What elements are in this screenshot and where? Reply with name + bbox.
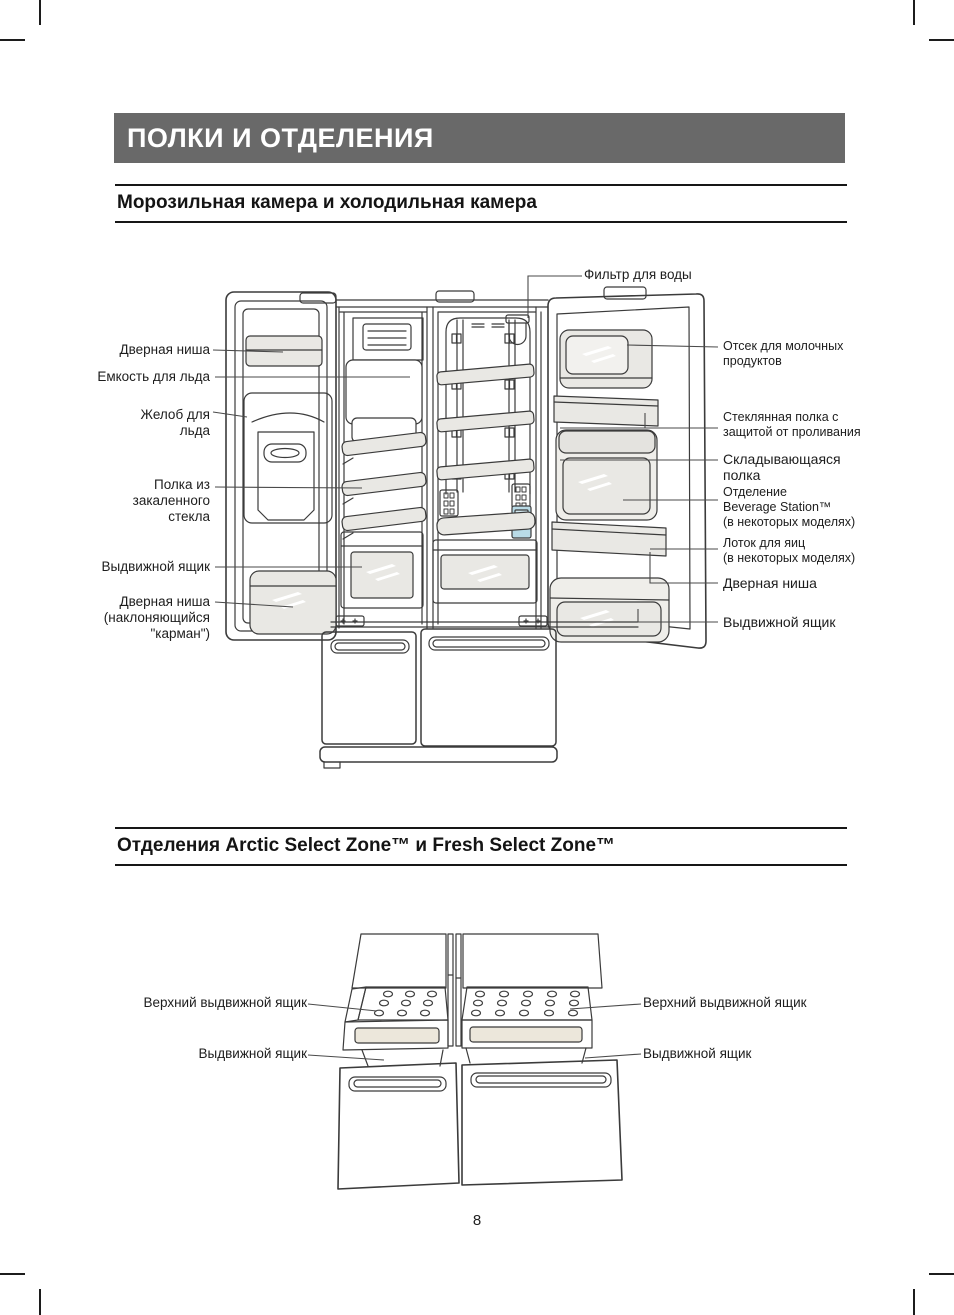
fridge-door — [547, 293, 707, 649]
label-ice-chute: Желоб для льда — [141, 407, 210, 439]
egg-tray — [551, 521, 667, 557]
freezer-compartment — [338, 306, 428, 629]
label-upper-drawer-right: Верхний выдвижной ящик — [643, 995, 807, 1011]
bottom-drawers — [319, 615, 639, 769]
label-text-line: Дверная ниша — [119, 594, 210, 609]
label-spill-proof-glass-shelf: Стеклянная полка с защитой от проливания — [723, 410, 861, 440]
label-text-line: Желоб для — [140, 407, 210, 422]
crop-mark — [913, 0, 915, 25]
label-drawer-left-2: Выдвижной ящик — [199, 1046, 307, 1062]
label-text-line: Стеклянная полка с — [723, 410, 839, 424]
label-text-line: Дверная ниша — [723, 575, 817, 591]
label-drawer-left: Выдвижной ящик — [102, 559, 210, 575]
fridge-diagram — [212, 275, 719, 769]
cabinet-top-hinges — [299, 286, 647, 308]
label-drawer-right-2: Выдвижной ящик — [643, 1046, 751, 1062]
spill-proof-glass-shelf — [553, 395, 659, 427]
label-text-line: Выдвижной ящик — [723, 614, 836, 630]
label-tempered-glass-shelf: Полка из закаленного стекла — [133, 477, 210, 525]
label-tilting-door-pocket: Дверная ниша (наклоняющийся "карман") — [104, 594, 210, 642]
freezer-shelves — [341, 431, 427, 540]
label-dairy-compartment: Отсек для молочных продуктов — [723, 339, 843, 369]
crop-mark — [39, 1289, 41, 1315]
callout-lines — [212, 275, 719, 623]
label-text-line: Складывающаяся — [723, 451, 841, 467]
section-title-text: Отделения Arctic Select Zone™ и Fresh Se… — [117, 835, 616, 856]
section-title-zones: Отделения Arctic Select Zone™ и Fresh Se… — [115, 827, 847, 866]
dairy-compartment — [559, 329, 653, 389]
label-text-line: Beverage Station™ — [723, 500, 832, 515]
label-door-pocket-right: Дверная ниша — [723, 575, 817, 591]
label-upper-drawer-left: Верхний выдвижной ящик — [143, 995, 307, 1011]
label-text-line: Верхний выдвижной ящик — [643, 995, 807, 1010]
label-text-line: льда — [179, 423, 210, 438]
section-title-compartments: Морозильная камера и холодильная камера — [115, 184, 847, 223]
label-text-line: Дверная ниша — [119, 342, 210, 357]
label-drawer-right: Выдвижной ящик — [723, 614, 835, 630]
ice-maker — [352, 317, 424, 361]
fridge-door-drawer-bin — [549, 577, 670, 643]
label-text-line: полка — [723, 467, 761, 483]
tray-dimples — [373, 990, 438, 1017]
fridge-compartment — [432, 306, 542, 629]
water-filter — [505, 314, 530, 346]
tilting-door-pocket — [249, 570, 337, 635]
label-water-filter: Фильтр для воды — [584, 267, 692, 283]
lower-drawer-left — [337, 1062, 460, 1190]
drawer-rails — [361, 1047, 587, 1067]
label-door-pocket-left: Дверная ниша — [119, 342, 210, 358]
freezer-door-pocket — [245, 335, 323, 367]
label-text-line: Выдвижной ящик — [101, 559, 210, 574]
crop-mark — [0, 39, 25, 41]
label-text-line: Выдвижной ящик — [198, 1046, 307, 1061]
label-text-line: (наклоняющийся — [103, 610, 210, 625]
label-text-line: Емкость для льда — [97, 369, 210, 384]
page-number: 8 — [472, 1212, 482, 1229]
tray-dimples — [470, 990, 581, 1017]
crop-mark — [913, 1289, 915, 1315]
upper-tray-right — [461, 986, 593, 1049]
label-text-line: "карман") — [150, 626, 210, 641]
crop-mark — [929, 1273, 954, 1275]
label-text-line: стекла — [168, 509, 210, 524]
lower-drawer-right — [461, 1059, 623, 1186]
section-title-text: Морозильная камера и холодильная камера — [117, 192, 537, 213]
label-folding-shelf: Складывающаяся полка — [723, 451, 841, 483]
label-text-line: (в некоторых моделях) — [723, 551, 856, 566]
label-text-line: (в некоторых моделях) — [723, 515, 856, 530]
freezer-door — [225, 291, 337, 641]
crop-mark — [929, 39, 954, 41]
label-egg-tray: Лоток для яиц (в некоторых моделях) — [723, 536, 855, 566]
chapter-header: ПОЛКИ И ОТДЕЛЕНИЯ — [114, 113, 845, 163]
zone-cabinets — [351, 933, 603, 1047]
ice-chute — [243, 392, 333, 524]
label-text-line: Фильтр для воды — [584, 267, 692, 282]
label-beverage-station: Отделение Beverage Station™ (в некоторых… — [723, 485, 855, 531]
label-text-line: Верхний выдвижной ящик — [143, 995, 307, 1010]
label-text-line: Выдвижной ящик — [643, 1046, 752, 1061]
label-text-line: Лоток для яиц — [723, 536, 806, 550]
zones-diagram — [307, 933, 642, 1190]
label-text-line: продуктов — [723, 354, 782, 369]
fridge-drawer — [432, 539, 538, 604]
label-text-line: защитой от проливания — [723, 425, 861, 440]
label-ice-container: Емкость для льда — [97, 369, 210, 385]
chapter-title: ПОЛКИ И ОТДЕЛЕНИЯ — [127, 123, 434, 153]
label-text-line: Отделение — [723, 485, 787, 499]
crop-mark — [39, 0, 41, 25]
label-text-line: Полка из — [154, 477, 210, 492]
fridge-bottom-tray — [436, 511, 536, 536]
label-text-line: закаленного — [132, 493, 210, 508]
crop-mark — [0, 1273, 25, 1275]
freezer-drawer — [340, 531, 424, 609]
folding-shelf-beverage-bin — [555, 429, 658, 521]
upper-tray-left — [342, 986, 449, 1051]
callout-lines — [307, 1003, 642, 1061]
label-text-line: Отсек для молочных — [723, 339, 844, 353]
figure-select-zones — [0, 930, 954, 1220]
figure-freezer-fridge — [0, 250, 954, 800]
fridge-shelves — [436, 363, 535, 481]
